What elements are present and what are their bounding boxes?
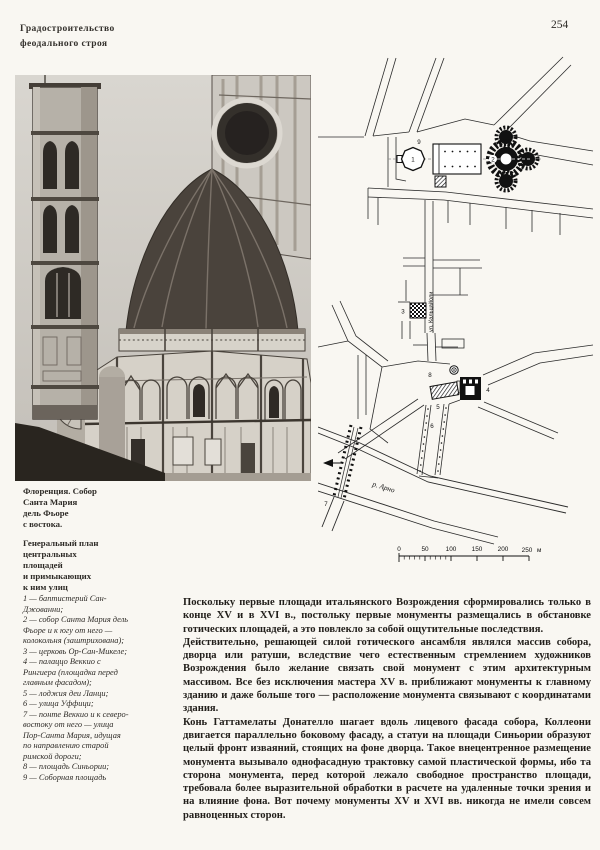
legend-item-2: 2 — собор Санта Мария дель Фьоре и к югу… — [23, 615, 129, 645]
legend-item-6: 6 — улица Уффици; — [23, 699, 94, 708]
marker-ponte: 7 — [324, 501, 328, 508]
campanile-plan — [434, 175, 447, 188]
direction-arrow — [323, 459, 333, 467]
article-text: Поскольку первые площади итальянского Во… — [183, 596, 591, 822]
running-title: Градостроительство феодального строя — [20, 24, 115, 49]
legend-item-3: 3 — церковь Ор-Сан-Микеле; — [23, 646, 127, 656]
map-florence-plan: 1 2 3 4 5 6 7 8 9 ул. Кальцайоли р. Арно — [318, 56, 594, 562]
loggia-dei-lanzi — [429, 381, 460, 400]
campanile — [29, 75, 101, 420]
cathedral-tribune — [486, 125, 540, 193]
pavement — [165, 473, 311, 481]
scale-bar: 0 50 100 150 200 250 м — [397, 546, 541, 562]
marker-uffizi: 6 — [430, 423, 434, 430]
drum — [118, 328, 306, 352]
legend-item-4: 4 — палаццо Веккио с Рингиера (площадка … — [23, 657, 118, 687]
scale-tick-200: 200 — [498, 546, 509, 553]
marker-duomo-square: 9 — [417, 139, 421, 146]
river-arno — [318, 426, 569, 545]
legend-item-5: 5 — лоджия деи Ланци; — [23, 688, 109, 698]
uffizi — [416, 399, 461, 479]
marker-orsanmichele: 3 — [401, 309, 405, 316]
ground-shadow — [15, 423, 187, 481]
legend-item-1: 1 — баптистерий Сан-Джованни; — [23, 594, 107, 614]
legend-item-8: 8 — площадь Синьории; — [23, 762, 110, 771]
palazzo-vecchio — [456, 377, 481, 400]
river-label-arno: р. Арно — [370, 479, 396, 495]
paragraph-1: Поскольку первые площади итальянского Во… — [183, 597, 591, 635]
ponte-vecchio — [323, 424, 363, 500]
tribune — [82, 350, 311, 481]
marker-signoria: 8 — [428, 372, 432, 379]
cathedral — [432, 143, 482, 175]
marker-palazzo: 4 — [486, 387, 490, 394]
legend-title: Генеральный план центральных площадей и … — [23, 538, 99, 592]
baptistery — [396, 146, 426, 172]
marker-cathedral: 2 — [491, 156, 495, 163]
dome — [125, 168, 299, 332]
scale-tick-100: 100 — [446, 546, 457, 553]
marker-baptistery: 1 — [411, 156, 415, 163]
paragraph-2: Действительно, решающей силой готическог… — [183, 636, 591, 715]
scale-tick-150: 150 — [472, 546, 483, 553]
scale-tick-250: 250 — [522, 547, 533, 554]
legend-item-7: 7 — понте Веккио и к северо-востоку от н… — [23, 709, 129, 761]
scale-tick-0: 0 — [397, 546, 401, 553]
map-legend: 1 — баптистерий Сан-Джованни; 2 — собор … — [23, 594, 130, 783]
map-markers: 1 2 3 4 5 6 7 8 9 — [324, 139, 497, 508]
page-number: 254 — [551, 19, 569, 31]
marker-loggia: 5 — [436, 404, 440, 411]
paragraph-3: Конь Гаттамелаты Донателло шагает вдоль … — [183, 716, 591, 821]
scale-tick-50: 50 — [421, 546, 429, 553]
photo-florence-cathedral — [15, 75, 311, 481]
scale-unit: м — [537, 547, 541, 554]
fountain — [449, 365, 459, 375]
orsanmichele — [409, 302, 427, 319]
photo-caption: Флоренция. Собор Санта Мария дель Фьоре … — [23, 486, 97, 529]
street-label-calzaiuoli: ул. Кальцайоли — [428, 292, 435, 332]
streets — [318, 56, 594, 460]
legend-item-9: 9 — Соборная площадь — [23, 772, 107, 782]
